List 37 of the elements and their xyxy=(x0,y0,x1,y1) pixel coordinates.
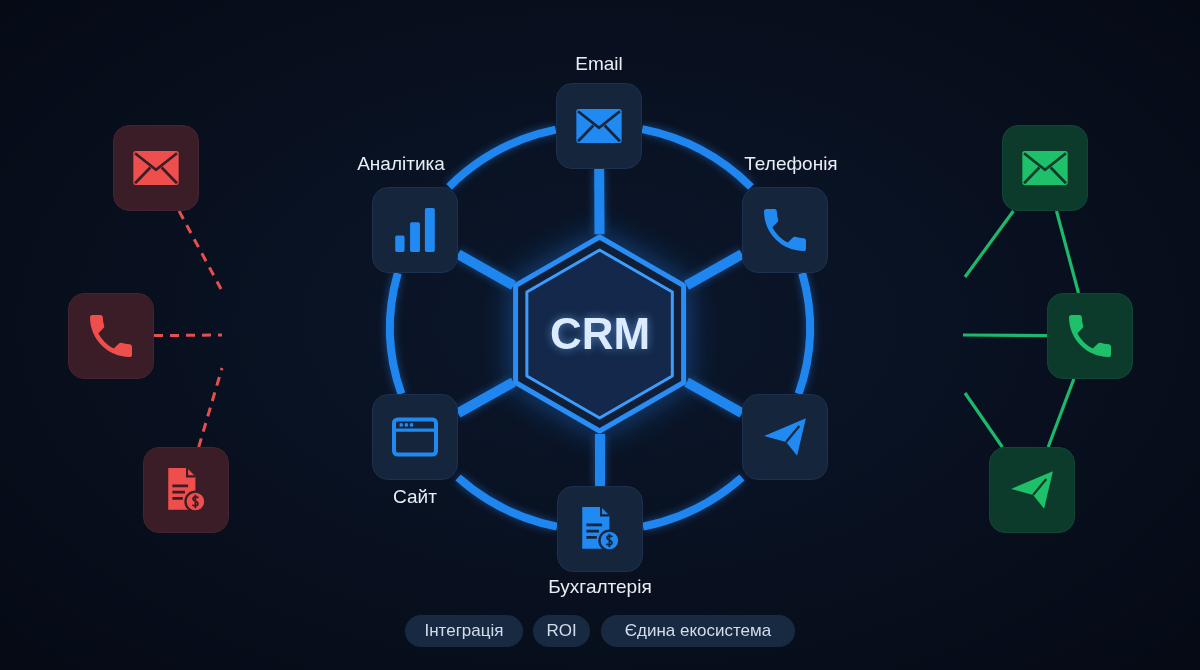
dashed-connector xyxy=(197,367,224,448)
icon-tile xyxy=(1002,125,1088,211)
ring-arc xyxy=(386,272,406,395)
channel-label: Бухгалтерія xyxy=(548,576,652,598)
tag-pill: Єдина екосистема xyxy=(601,615,795,647)
icon-tile xyxy=(742,394,828,480)
ring-arc xyxy=(642,474,745,531)
connector-line xyxy=(1046,378,1076,448)
hub-hexagon xyxy=(513,234,687,434)
icon-tile xyxy=(68,293,154,379)
dashed-connector xyxy=(177,210,223,290)
ring-arc xyxy=(641,125,754,190)
connector-line xyxy=(455,249,516,290)
channel-label: Аналітика xyxy=(357,153,445,175)
channel-label: Сайт xyxy=(393,486,437,508)
connector-line xyxy=(963,333,1047,338)
icon-tile xyxy=(989,447,1075,533)
dashed-connector xyxy=(154,333,222,338)
connector-line xyxy=(455,377,516,418)
connector-line xyxy=(595,434,605,486)
ring-arc xyxy=(446,125,557,190)
connector-line xyxy=(684,377,745,418)
icon-tile xyxy=(113,125,199,211)
tag-pill: ROI xyxy=(533,615,590,647)
ring-arc xyxy=(455,474,558,531)
hub-label: CRM xyxy=(549,309,651,359)
connector-line xyxy=(684,249,745,290)
tag-pill: Інтеграція xyxy=(405,615,523,647)
connector-line xyxy=(1054,210,1081,294)
connector-line xyxy=(963,392,1004,448)
icon-tile xyxy=(143,447,229,533)
icon-tile xyxy=(1047,293,1133,379)
connector-line xyxy=(594,169,605,235)
channel-label: Email xyxy=(575,53,623,75)
ring-arc xyxy=(794,272,814,395)
connector-line xyxy=(963,210,1015,278)
channel-label: Телефонія xyxy=(744,153,838,175)
